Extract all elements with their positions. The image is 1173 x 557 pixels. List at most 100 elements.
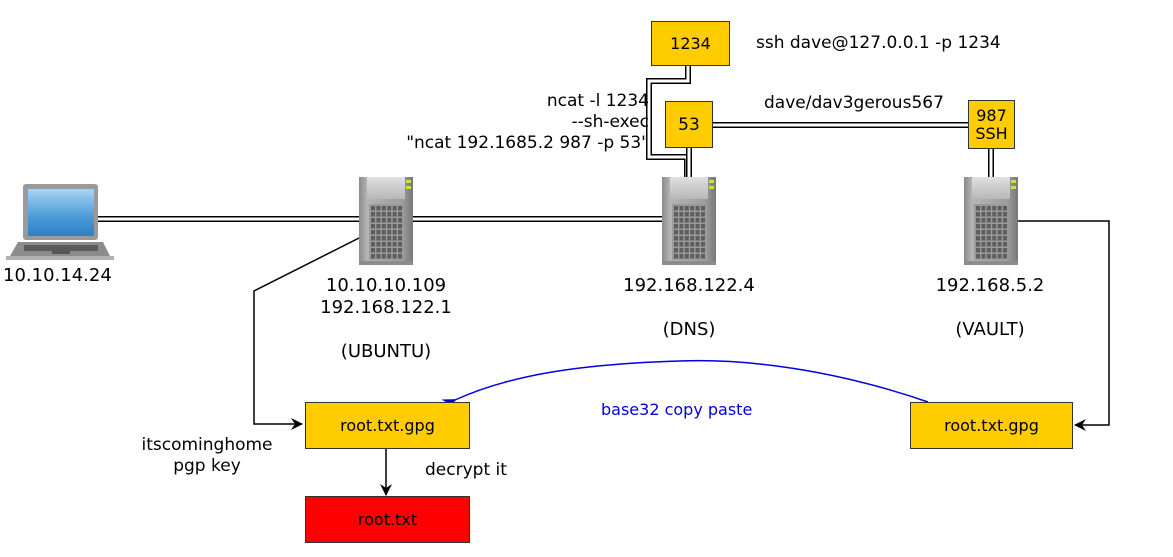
server-window [701,206,705,211]
server-window [690,212,695,217]
server-window [992,230,997,235]
server-window [674,248,678,253]
server-window [976,242,980,247]
server-window [679,212,684,217]
server-window [381,248,386,253]
arrow-vault-to-gpg [1018,220,1110,431]
server-window [690,248,695,253]
server-window [695,254,700,259]
ncat-command-block: ncat -l 1234 --sh-exec "ncat 192.1685.2 … [406,91,649,154]
server-window [986,212,991,217]
port-ssh-label: SSH [975,123,1008,143]
server-window [690,224,695,229]
ncat-line-3: "ncat 192.1685.2 987 -p 53" [406,133,649,153]
server-window [392,230,397,235]
server-window [684,206,689,211]
pgp-key-line-2: pgp key [173,456,241,476]
server-window [674,236,678,241]
server-window [371,248,375,253]
server-window [371,236,375,241]
server-window [392,248,397,253]
server-window [674,230,678,235]
server-window [701,230,705,235]
decrypt-label: decrypt it [425,460,507,480]
server-window [1003,206,1007,211]
server-window [398,218,402,223]
server-window [986,230,991,235]
server-window [981,218,986,223]
server-window [679,218,684,223]
server-window [1003,218,1007,223]
server-window [381,206,386,211]
credentials-label: dave/dav3gerous567 [764,93,944,113]
server-window [701,224,705,229]
server-window [392,242,397,247]
port-1234-label: 1234 [670,33,711,53]
server-window [997,236,1002,241]
server-window [981,230,986,235]
vault-ip: 192.168.5.2 [935,275,1045,296]
arrow-base32-copy [441,359,929,411]
laptop-icon [6,184,114,260]
root-txt-label: root.txt [357,509,418,529]
server-window [398,230,402,235]
server-window [392,236,397,241]
server-window [976,254,980,259]
server-window [981,242,986,247]
server-window [981,248,986,253]
server-window [976,236,980,241]
server-window [986,218,991,223]
server-window [381,218,386,223]
server-window [387,254,392,259]
server-window [674,254,678,259]
server-window [371,206,375,211]
server-window [392,212,397,217]
server-window [371,254,375,259]
server-window [997,242,1002,247]
server-window [701,212,705,217]
server-window [701,242,705,247]
server-window [695,224,700,229]
server-window [376,230,381,235]
server-window [376,218,381,223]
server-window [371,242,375,247]
server-window [701,218,705,223]
server-window [992,218,997,223]
server-window [1003,236,1007,241]
server-window [981,224,986,229]
server-window [387,206,392,211]
server-window [690,230,695,235]
server-window [986,254,991,259]
server-window [976,224,980,229]
server-window [674,218,678,223]
pgp-key-label: itscominghome pgp key [141,435,272,477]
server-window [976,248,980,253]
server-window [695,236,700,241]
server-window [997,218,1002,223]
server-window [701,248,705,253]
server-window [997,224,1002,229]
server-window [387,230,392,235]
server-window [684,218,689,223]
server-window [679,206,684,211]
server-window [392,218,397,223]
port-box-53: 53 [665,101,713,148]
server-window [701,236,705,241]
server-window [976,212,980,217]
server-window [381,224,386,229]
server-window [376,236,381,241]
server-window [674,242,678,247]
server-icon-ubuntu [359,177,413,265]
server-window [695,230,700,235]
host-label-dns: 192.168.122.4 (DNS) [623,275,755,341]
arrow-ubuntu-to-gpg [253,236,362,430]
server-window [684,212,689,217]
port-987-label: 987 [976,105,1007,125]
vault-gpg-label: root.txt.gpg [944,415,1039,435]
server-window [387,218,392,223]
host-label-attacker: 10.10.14.24 [3,265,112,286]
server-window [1003,248,1007,253]
server-window [371,224,375,229]
server-window [981,206,986,211]
server-window [674,212,678,217]
